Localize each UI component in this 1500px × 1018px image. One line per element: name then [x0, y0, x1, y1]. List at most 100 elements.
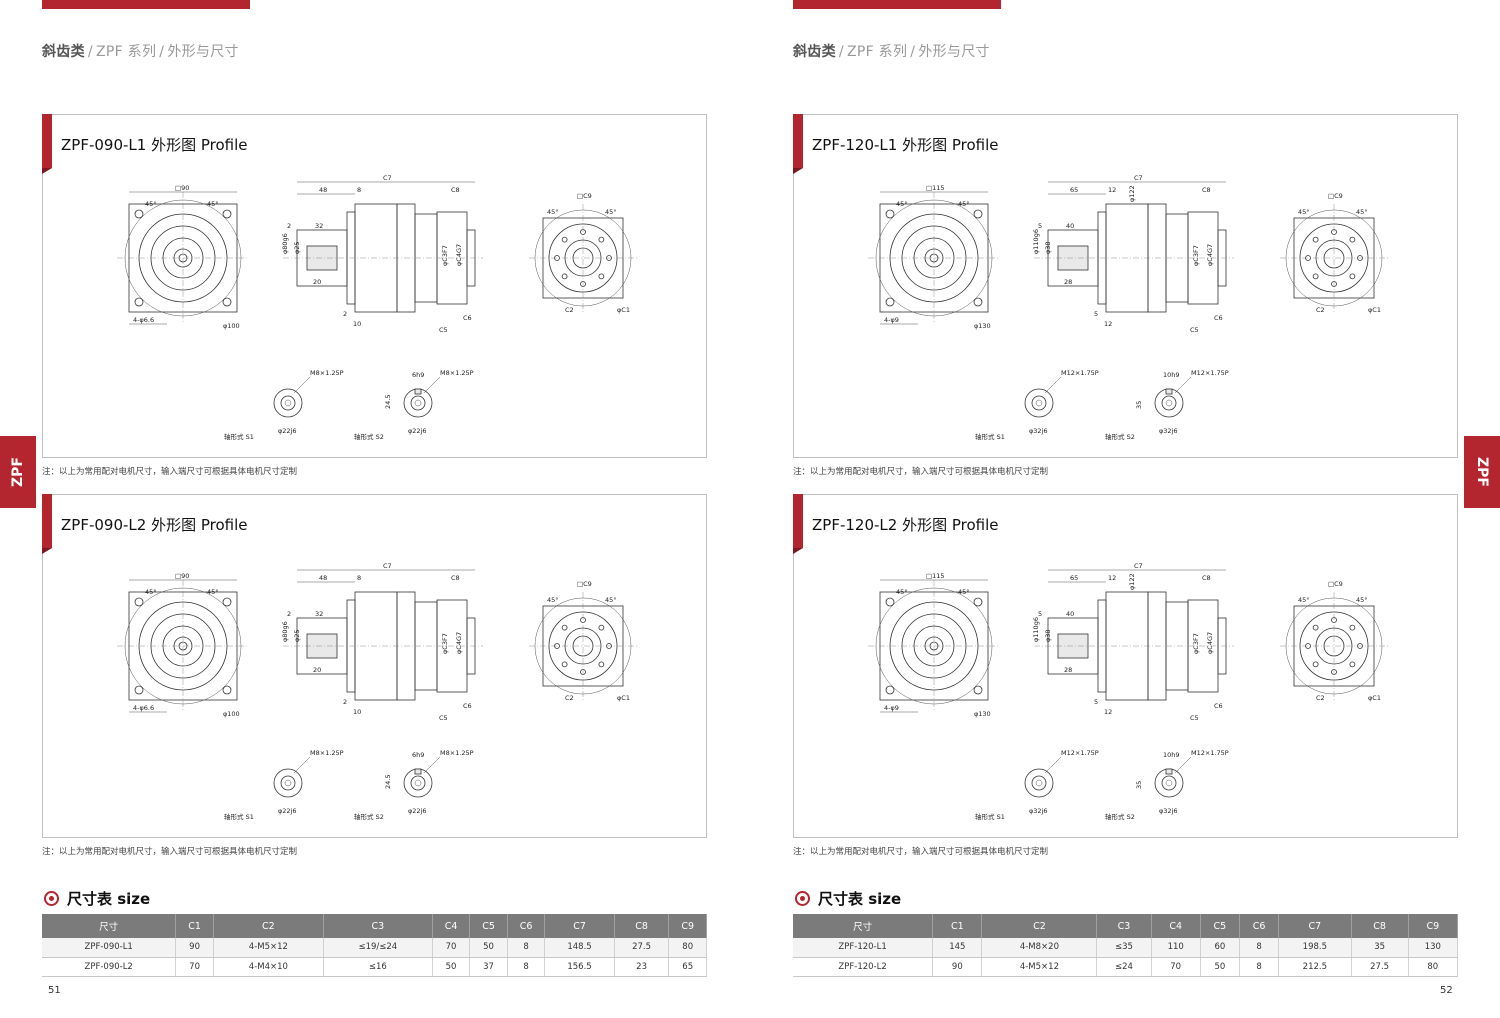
panel-title: ZPF-120-L2 外形图 Profile — [812, 516, 999, 534]
dimension-label: φ22j6 — [408, 427, 427, 435]
dimension-label: 2 — [287, 222, 291, 230]
dimension-label: φ122 — [1128, 185, 1136, 202]
dimension-label: M12×1.75P — [1191, 749, 1229, 757]
shaft-end-thread — [1031, 775, 1047, 791]
dimension-label: C2 — [1316, 306, 1325, 314]
shaft-end-thread — [410, 395, 426, 411]
dimension-label: 45° — [958, 588, 970, 596]
dimension-label: φC4G7 — [1206, 244, 1214, 266]
dimension-label: 45° — [547, 596, 559, 604]
dimension-label: 5 — [1094, 310, 1098, 318]
shaft-end-center — [1035, 779, 1043, 787]
dimension-label: 12 — [1108, 574, 1116, 582]
mounting-hole — [222, 297, 232, 307]
dimension-label: C5 — [1190, 326, 1199, 334]
dimension-label: M8×1.25P — [440, 369, 474, 377]
table-header-cell: C6 — [1239, 914, 1280, 938]
leader-line — [1044, 756, 1062, 774]
table-cell: 70 — [1151, 957, 1201, 977]
table-cell: ≤35 — [1096, 938, 1152, 958]
dimension-label: φ122 — [1128, 573, 1136, 590]
table-header-cell: C1 — [932, 914, 983, 938]
key-slot — [1165, 388, 1173, 395]
dimension-label: C8 — [451, 574, 460, 582]
dimension-label: 12 — [1108, 186, 1116, 194]
table-cell: 148.5 — [544, 938, 615, 958]
table-cell: 8 — [1239, 938, 1280, 958]
table-cell: 27.5 — [1351, 957, 1409, 977]
dimension-label: 35 — [1135, 401, 1143, 409]
rear-bolt-hole — [1312, 624, 1319, 631]
dimension-label: C6 — [1214, 702, 1223, 710]
rear-bolt-hole — [561, 273, 568, 280]
table-cell: 50 — [432, 957, 471, 977]
dimension-label: φ32j6 — [1029, 427, 1048, 435]
table-cell: ≤19/≤24 — [323, 938, 433, 958]
mounting-hole — [222, 685, 232, 695]
mounting-hole — [134, 209, 144, 219]
table-header-cell: C8 — [614, 914, 670, 938]
dimension-label: 40 — [1066, 222, 1074, 230]
dimension-label: φ22j6 — [278, 427, 297, 435]
dimension-label: C5 — [439, 714, 448, 722]
dimension-label: φC3F7 — [441, 245, 449, 266]
table-cell: 4-M5×12 — [213, 938, 324, 958]
table-cell: 60 — [1200, 938, 1240, 958]
dimension-label: φC3F7 — [1192, 245, 1200, 266]
breadcrumb-category: 斜齿类 — [793, 44, 836, 60]
table-cell: 90 — [175, 938, 214, 958]
dimension-label: □90 — [175, 184, 189, 192]
leader-line — [423, 756, 441, 774]
panel-accent-tab — [793, 494, 803, 554]
dimension-label: 48 — [319, 574, 327, 582]
table-header-cell: C4 — [432, 914, 471, 938]
leader-line — [293, 756, 311, 774]
side-tab-left: ZPF — [0, 436, 36, 508]
table-header-cell: C7 — [544, 914, 615, 938]
table-cell: ZPF-090-L2 — [42, 957, 177, 977]
table-header-cell: C3 — [323, 914, 433, 938]
dimension-label: 45° — [1298, 596, 1310, 604]
dimension-label: 轴形式 S2 — [1105, 812, 1135, 821]
mounting-hole — [222, 597, 232, 607]
page-left: 斜齿类/ZPF 系列/外形与尺寸 ZPF-090-L1 外形图 Profile … — [42, 0, 707, 996]
table-header-cell: C4 — [1151, 914, 1201, 938]
dimension-label: φ100 — [223, 710, 240, 718]
table-cell: 27.5 — [614, 938, 670, 958]
rear-bolt-hole — [598, 624, 605, 631]
dimension-label: 28 — [1064, 278, 1072, 286]
dimension-label: 12 — [1104, 708, 1112, 716]
dimension-label: M8×1.25P — [310, 369, 344, 377]
dimension-label: M12×1.75P — [1191, 369, 1229, 377]
dimension-label: φ38 — [1044, 241, 1052, 254]
dimension-label: φC3F7 — [1192, 633, 1200, 654]
mounting-hole — [973, 297, 983, 307]
dimension-label: □C9 — [1328, 580, 1343, 588]
dimension-label: 6h9 — [412, 371, 424, 379]
mounting-hole — [885, 597, 895, 607]
page-number: 51 — [48, 985, 61, 996]
table-header-cell: C1 — [175, 914, 214, 938]
leader-line — [1044, 376, 1062, 394]
side-tab-right: ZPF — [1464, 436, 1500, 508]
dimension-label: φC1 — [617, 306, 630, 314]
key-slot — [414, 768, 422, 775]
shaft-end — [273, 388, 303, 418]
shaft-end — [273, 768, 303, 798]
mounting-hole — [885, 685, 895, 695]
table-cell: 156.5 — [544, 957, 615, 977]
dimension-label: 45° — [1356, 208, 1368, 216]
breadcrumb-category: 斜齿类 — [42, 44, 85, 60]
mounting-hole — [885, 209, 895, 219]
dimension-label: φC4G7 — [455, 632, 463, 654]
dimension-label: φC1 — [1368, 306, 1381, 314]
dimension-label: φC4G7 — [1206, 632, 1214, 654]
table-cell: ≤16 — [323, 957, 433, 977]
breadcrumb: 斜齿类/ZPF 系列/外形与尺寸 — [42, 44, 239, 60]
shaft-end — [1024, 768, 1054, 798]
dimension-label: 8 — [357, 186, 361, 194]
dimension-label: φ110g6 — [1032, 617, 1040, 642]
